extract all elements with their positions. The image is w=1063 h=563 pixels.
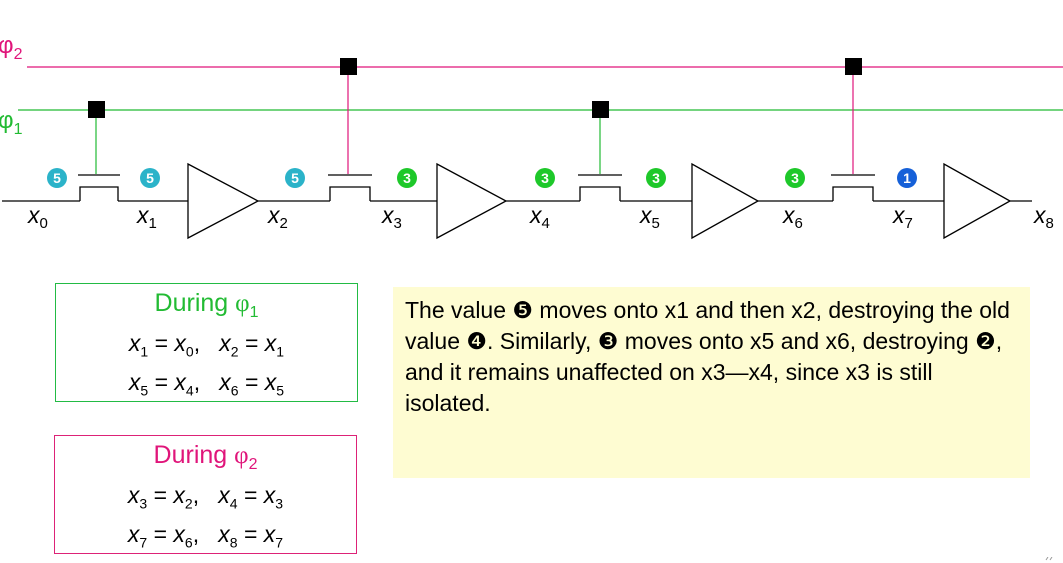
phase1-eq-row2: x5 = x4, x6 = x5 [128,368,285,399]
wire-label-x5: x5 [639,202,660,232]
pass-gate-3 [578,101,622,201]
wire-label-x3: x3 [381,202,402,232]
gate-contact-square [88,101,105,118]
wire-label-x4: x4 [529,202,550,232]
phi1-label: φ1 [0,107,23,138]
value-badge-text: 3 [652,170,660,186]
value-badge-text: 3 [791,170,799,186]
value-badge-1: 5 [140,168,160,188]
wire-labels: x0 x1 x2 x3 x4 x5 x6 x7 x8 [27,202,1054,232]
phase1-eq-row1: x1 = x0, x2 = x1 [128,330,285,360]
explanation-note: The value ❺ moves onto x1 and then x2, d… [393,287,1030,478]
phase2-eq-row2: x7 = x6, x8 = x7 [127,520,284,551]
value-badge-text: 3 [541,170,549,186]
value-badges: 5 5 5 3 3 3 3 1 [47,168,917,188]
value-badge-text: 5 [146,170,154,186]
phase1-box: During φ1 x1 = x0, x2 = x1 x5 = x4, x6 =… [55,283,358,402]
wire-label-x2: x2 [267,202,288,232]
buffer-3 [691,162,760,240]
value-badge-3: 3 [397,168,417,188]
circled-5-glyph: ❺ [512,297,534,323]
buffer-4 [943,162,1012,240]
pass-gate-4 [831,58,875,201]
circled-4-glyph: ❹ [466,328,487,354]
phase2-title: During φ2 [153,441,258,473]
value-badge-4: 3 [535,168,555,188]
circled-3-glyph: ❸ [597,328,619,354]
wire-label-x0: x0 [27,202,48,232]
phi2-label: φ2 [0,32,23,63]
buffer-1 [187,162,260,240]
value-badge-7: 1 [897,168,917,188]
wire-label-x1: x1 [136,202,157,232]
value-badge-text: 5 [53,170,61,186]
phase2-box: During φ2 x3 = x2, x4 = x3 x7 = x6, x8 =… [54,435,357,554]
value-badge-text: 3 [403,170,411,186]
value-badge-text: 1 [903,170,911,186]
value-badge-text: 5 [291,170,299,186]
gate-contact-square [845,58,862,75]
pass-gate-1 [78,101,120,201]
value-badge-6: 3 [785,168,805,188]
gate-contact-square [592,101,609,118]
wire-label-x8: x8 [1033,202,1054,232]
wire-label-x7: x7 [892,202,913,232]
value-badge-2: 5 [285,168,305,188]
wire-label-x6: x6 [782,202,803,232]
phase1-title: During φ1 [154,289,259,321]
gate-contact-square [340,58,357,75]
phase2-eq-row1: x3 = x2, x4 = x3 [127,482,284,512]
corner-tick-mark [1045,557,1053,561]
value-badge-0: 5 [47,168,67,188]
value-badge-5: 3 [646,168,666,188]
circled-2-glyph: ❷ [975,328,996,354]
pass-gate-2 [328,58,372,201]
buffer-2 [436,162,508,240]
shift-register-diagram: φ2 φ1 5 5 5 [0,32,1063,240]
